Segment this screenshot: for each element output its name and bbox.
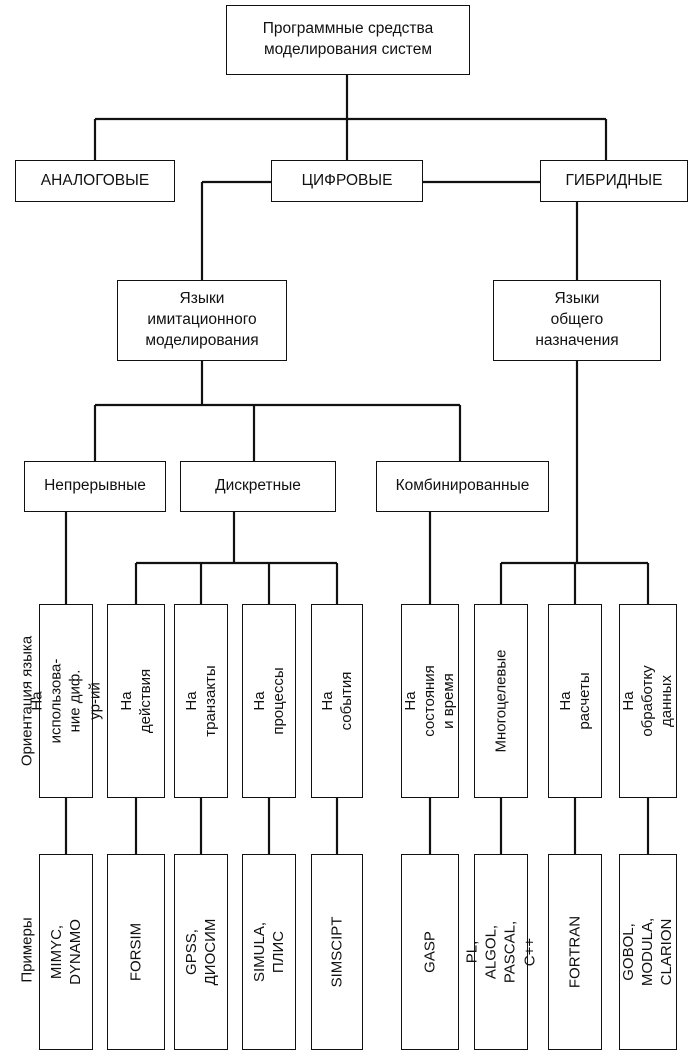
orientation-box: Многоцелевые [474,604,528,798]
continuous-node: Непрерывные [24,461,166,512]
orientation-label: На процессы [250,667,287,735]
orientation-label: На события [318,671,355,731]
orientation-box: На действия [107,604,165,798]
analog-node: АНАЛОГОВЫЕ [15,160,175,202]
orientation-label: На использова- ние диф. ур-ий [28,658,104,744]
orientation-box: На расчеты [548,604,602,798]
example-label: MIMYC, DYNAMO [47,919,84,985]
example-label: GASP [421,931,439,973]
simulation-languages-label: Языки имитационного моделирования [145,290,259,349]
example-label: SIMULA, ПЛИС [250,921,287,983]
digital-node: ЦИФРОВЫЕ [271,160,423,202]
example-box: PL, ALGOL, PASCAL, C++ [464,854,538,1050]
example-box: GASP [401,854,459,1050]
combined-node: Комбинированные [376,461,549,512]
examples-row-label: Примеры [18,917,36,983]
general-languages-label: Языки общего назначения [535,290,619,349]
orientation-label: На обработку данных [620,665,676,737]
example-box: FORTRAN [548,854,602,1050]
simulation-languages-node: Языки имитационного моделирования [117,280,287,361]
orientation-box: На процессы [242,604,296,798]
example-box: FORSIM [107,854,165,1050]
combined-node-label: Комбинированные [395,477,530,495]
analog-node-label: АНАЛОГОВЫЕ [40,171,150,189]
example-label: PL, ALGOL, PASCAL, C++ [463,920,539,984]
hybrid-node-label: ГИБРИДНЫЕ [565,171,663,189]
orientation-box: На состояния и время [401,604,459,798]
example-label: SIMSCIPT [328,916,346,988]
root-node-label: Программные средства моделирования систе… [262,20,434,58]
example-label: GPSS, ДИОСИМ [182,918,219,986]
example-box: GPSS, ДИОСИМ [174,854,228,1050]
example-box: MIMYC, DYNAMO [39,854,93,1050]
digital-node-label: ЦИФРОВЫЕ [301,171,393,189]
example-label: FORSIM [127,922,145,982]
orientation-label: На расчеты [556,672,593,730]
orientation-label: На состояния и время [402,665,458,737]
orientation-box: На обработку данных [619,604,677,798]
orientation-label: На действия [117,668,154,734]
orientation-label: На транзакты [182,665,219,737]
root-node: Программные средства моделирования систе… [226,5,470,75]
orientation-box: На транзакты [174,604,228,798]
general-languages-node: Языки общего назначения [493,280,661,361]
example-label: GOBOL, MODULA, CLARION [620,917,676,987]
example-label: FORTRAN [566,915,584,989]
example-box: GOBOL, MODULA, CLARION [619,854,677,1050]
orientation-box: На события [311,604,363,798]
orientation-box: На использова- ние диф. ур-ий [29,604,103,798]
example-box: SIMSCIPT [311,854,363,1050]
discrete-node: Дискретные [180,461,336,512]
hybrid-node: ГИБРИДНЫЕ [540,160,688,202]
orientation-label: Многоцелевые [492,649,510,753]
example-box: SIMULA, ПЛИС [242,854,296,1050]
continuous-node-label: Непрерывные [44,477,146,495]
discrete-node-label: Дискретные [215,477,301,495]
